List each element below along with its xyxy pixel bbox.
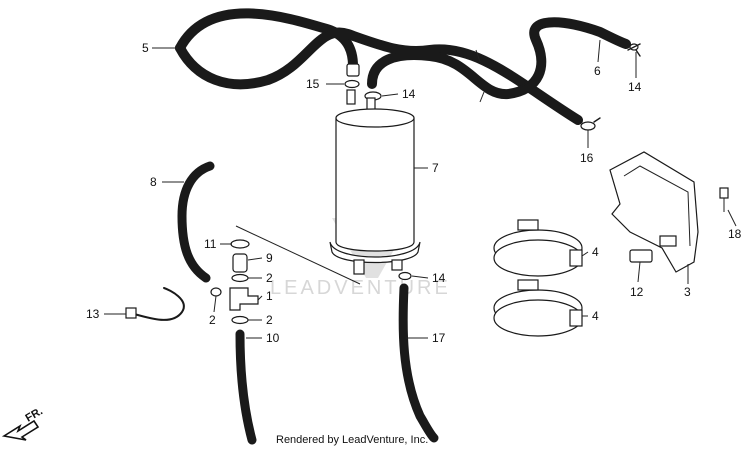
callout-1: 1 xyxy=(266,289,273,303)
callout-13: 13 xyxy=(86,307,100,321)
front-direction-arrow: FR. xyxy=(1,405,45,441)
callout-12: 12 xyxy=(630,285,644,299)
callout-14: 14 xyxy=(628,80,642,94)
callout-17: 17 xyxy=(432,331,446,345)
callout-4: 4 xyxy=(592,309,599,323)
callouts: 5 6 14 15 14 16 7 8 11 9 2 2 1 2 10 13 1… xyxy=(86,41,742,345)
callout-14: 14 xyxy=(432,271,446,285)
hose-part-6 xyxy=(367,17,631,103)
leader-lines xyxy=(104,39,737,339)
callout-15: 15 xyxy=(306,77,320,91)
callout-8: 8 xyxy=(150,175,157,189)
callout-3: 3 xyxy=(684,285,691,299)
hose-clamps-top xyxy=(344,43,641,131)
bracket-part-3 xyxy=(609,151,729,273)
hose-part-5 xyxy=(175,8,583,125)
callout-14: 14 xyxy=(402,87,416,101)
credit-text: Rendered by LeadVenture, Inc. xyxy=(276,434,428,446)
callout-18: 18 xyxy=(728,227,742,241)
front-label: FR. xyxy=(24,405,45,424)
callout-16: 16 xyxy=(580,151,594,165)
callout-2: 2 xyxy=(266,271,273,285)
hose-part-17 xyxy=(398,271,439,443)
callout-6: 6 xyxy=(594,64,601,78)
callout-2: 2 xyxy=(266,313,273,327)
callout-2: 2 xyxy=(209,313,216,327)
bands-part-4 xyxy=(493,219,583,337)
hose-part-8 xyxy=(177,161,222,297)
callout-4: 4 xyxy=(592,245,599,259)
watermark-text: LEADVENTURE xyxy=(270,277,451,299)
callout-11: 11 xyxy=(204,237,217,251)
callout-5: 5 xyxy=(142,41,149,55)
canister-part-7 xyxy=(329,89,421,275)
callout-7: 7 xyxy=(432,161,439,175)
harness-part-13 xyxy=(125,287,185,321)
callout-9: 9 xyxy=(266,251,273,265)
callout-10: 10 xyxy=(266,331,280,345)
